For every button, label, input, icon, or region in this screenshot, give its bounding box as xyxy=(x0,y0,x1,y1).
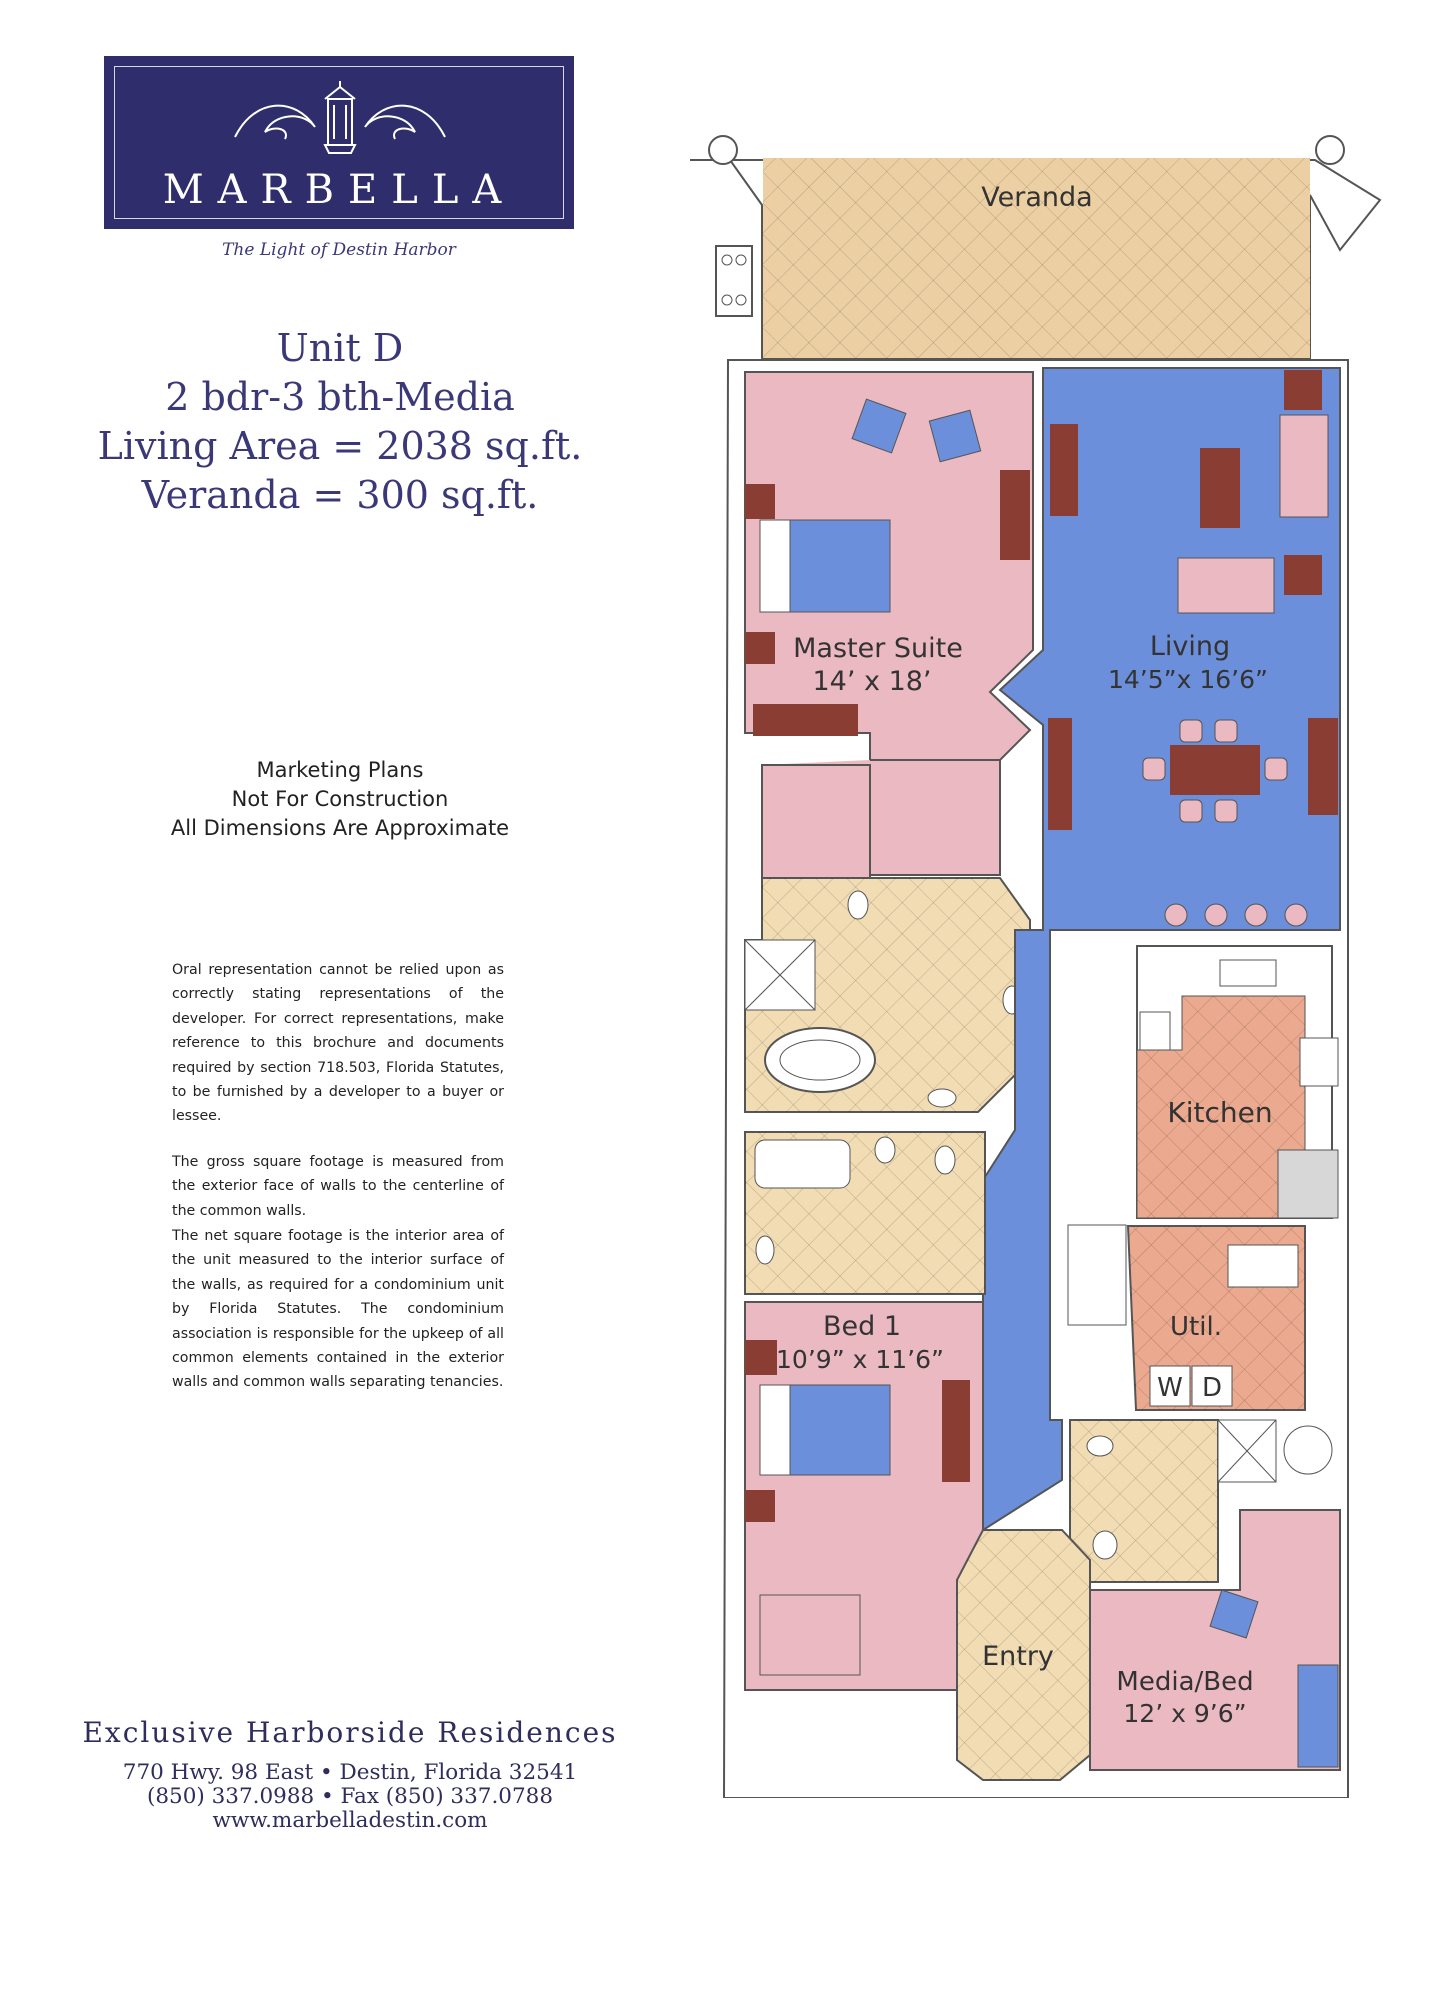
gross-footage-text: The gross square footage is measured fro… xyxy=(172,1154,504,1219)
entry: Entry xyxy=(956,1529,1091,1781)
dryer xyxy=(1191,1365,1233,1407)
utility-label: Util. xyxy=(1170,1312,1222,1342)
master-bath xyxy=(744,877,1031,1113)
footer-website[interactable]: www.marbelladestin.com xyxy=(212,1808,488,1833)
master-suite: Master Suite 14’ x 18’ xyxy=(744,371,1034,761)
living-label: Living xyxy=(1150,631,1230,662)
bath-2 xyxy=(744,1131,986,1295)
master-suite-dimensions: 14’ x 18’ xyxy=(812,666,931,697)
grill-icon xyxy=(715,245,753,317)
kitchen-label: Kitchen xyxy=(1167,1096,1272,1129)
notice-line: Not For Construction xyxy=(231,787,449,811)
lantern-scroll-icon xyxy=(234,81,446,154)
bath-3 xyxy=(1069,1419,1333,1583)
brand-tagline: The Light of Destin Harbor xyxy=(222,240,456,260)
living-dimensions: 14’5”x 16’6” xyxy=(1108,665,1268,694)
footer-phone: (850) 337.0988 • Fax (850) 337.0788 xyxy=(146,1784,554,1809)
footer-contact: Exclusive Harborside Residences 770 Hwy.… xyxy=(60,1716,640,1833)
kitchen: Kitchen xyxy=(1136,945,1339,1219)
bed-1: Bed 1 10’9” x 11’6” xyxy=(744,1301,984,1691)
veranda-area: Veranda xyxy=(690,135,1382,359)
notice-line: All Dimensions Are Approximate xyxy=(170,816,510,840)
oral-representation-text: Oral representation cannot be relied upo… xyxy=(172,962,504,1125)
brand-name: MARBELLA xyxy=(162,167,516,213)
utility-room: W D Util. xyxy=(1067,1224,1306,1411)
veranda-area: Veranda = 300 sq.ft. xyxy=(141,473,539,517)
net-footage-text: The net square footage is the interior a… xyxy=(172,1228,504,1391)
media-bed: Media/Bed 12’ x 9’6” xyxy=(1089,1509,1341,1771)
marbella-logo: MARBELLA xyxy=(104,56,574,229)
master-suite-label: Master Suite xyxy=(793,633,963,664)
unit-title: Unit D xyxy=(276,326,404,370)
unit-config: 2 bdr-3 bth-Media xyxy=(165,375,515,419)
toilet-icon xyxy=(847,890,869,920)
unit-summary: Unit D 2 bdr-3 bth-Media Living Area = 2… xyxy=(60,324,620,520)
footer-heading: Exclusive Harborside Residences xyxy=(82,1716,618,1749)
notice-line: Marketing Plans xyxy=(256,758,424,782)
bed-1-dimensions: 10’9” x 11’6” xyxy=(776,1345,944,1374)
floor-plan: Veranda Master Suite 14’ x 18’ xyxy=(690,135,1382,1798)
veranda-label: Veranda xyxy=(981,182,1092,213)
footer-address: 770 Hwy. 98 East • Destin, Florida 32541 xyxy=(122,1760,578,1785)
media-bed-dimensions: 12’ x 9’6” xyxy=(1123,1699,1246,1728)
media-bed-label: Media/Bed xyxy=(1116,1667,1253,1697)
living-area: Living Area = 2038 sq.ft. xyxy=(97,424,583,468)
washer-label: W xyxy=(1157,1373,1183,1403)
logo-frame: MARBELLA xyxy=(114,66,564,219)
washer xyxy=(1149,1365,1191,1407)
bed-1-label: Bed 1 xyxy=(823,1311,901,1342)
entry-label: Entry xyxy=(982,1641,1054,1672)
marketing-notice: Marketing Plans Not For Construction All… xyxy=(160,756,520,843)
dryer-label: D xyxy=(1202,1373,1222,1403)
dining-table xyxy=(1170,745,1260,795)
